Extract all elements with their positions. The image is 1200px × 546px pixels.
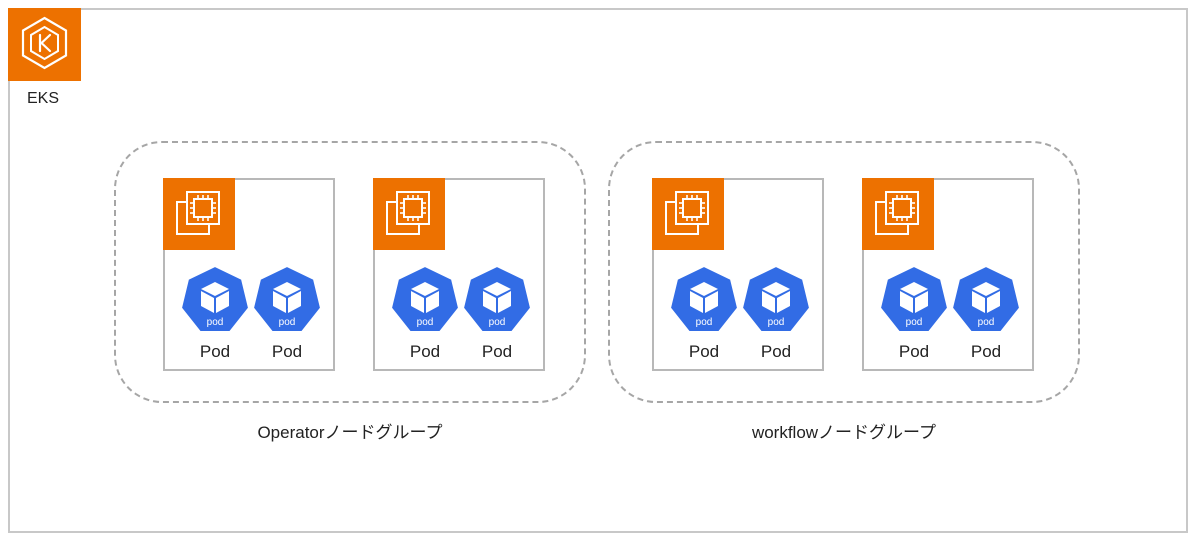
svg-text:pod: pod <box>279 317 296 328</box>
pod-icon: pod <box>668 264 740 336</box>
pod-label: Pod <box>481 342 513 361</box>
pod-icon: pod <box>461 264 533 336</box>
pod-label: Pod <box>199 342 231 361</box>
pod-icon: pod <box>179 264 251 336</box>
eks-label: EKS <box>27 90 60 107</box>
svg-text:pod: pod <box>489 317 506 328</box>
pod: pod Pod <box>878 264 950 361</box>
node-group-operator <box>114 141 586 403</box>
svg-text:pod: pod <box>207 317 224 328</box>
node-group-operator-label: Operatorノードグループ <box>257 423 443 442</box>
pod: pod Pod <box>389 264 461 361</box>
pod-label: Pod <box>409 342 441 361</box>
pod: pod Pod <box>179 264 251 361</box>
ec2-instance-icon <box>163 178 235 250</box>
pod-label: Pod <box>898 342 930 361</box>
pod: pod Pod <box>251 264 323 361</box>
ec2-node: pod Pod pod Pod <box>163 178 335 371</box>
ec2-node: pod Pod pod Pod <box>652 178 824 371</box>
svg-text:pod: pod <box>696 317 713 328</box>
pod-icon: pod <box>878 264 950 336</box>
svg-text:pod: pod <box>906 317 923 328</box>
pod-icon: pod <box>251 264 323 336</box>
node-group-workflow <box>608 141 1080 403</box>
ec2-instance-icon <box>862 178 934 250</box>
eks-icon <box>8 8 81 81</box>
pod-label: Pod <box>970 342 1002 361</box>
ec2-instance-icon <box>652 178 724 250</box>
svg-text:pod: pod <box>768 317 785 328</box>
pod-label: Pod <box>271 342 303 361</box>
pod: pod Pod <box>461 264 533 361</box>
pod-label: Pod <box>760 342 792 361</box>
pod: pod Pod <box>668 264 740 361</box>
pod-icon: pod <box>740 264 812 336</box>
svg-text:pod: pod <box>417 317 434 328</box>
ec2-instance-icon <box>373 178 445 250</box>
pod: pod Pod <box>740 264 812 361</box>
pod-label: Pod <box>688 342 720 361</box>
ec2-node: pod Pod pod Pod <box>862 178 1034 371</box>
ec2-node: pod Pod pod Pod <box>373 178 545 371</box>
pod-icon: pod <box>950 264 1022 336</box>
pod: pod Pod <box>950 264 1022 361</box>
node-group-workflow-label: workflowノードグループ <box>751 423 937 442</box>
svg-text:pod: pod <box>978 317 995 328</box>
pod-icon: pod <box>389 264 461 336</box>
